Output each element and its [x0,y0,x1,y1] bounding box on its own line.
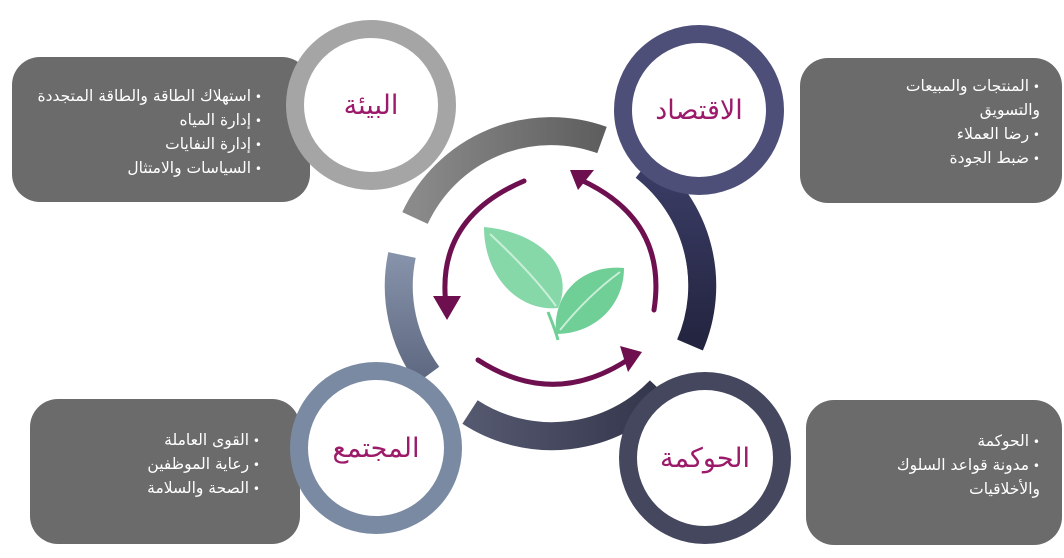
environment-circle: البيئة [286,20,456,190]
cycle-arrow-left-head [433,296,461,320]
economy-item: المنتجات والمبيعات [906,75,1040,99]
cycle-arrow-right-head [570,170,594,190]
society-box: القوى العاملة رعاية الموظفين الصحة والسل… [30,399,300,544]
cycle-arrow-bottom-head [620,346,642,372]
economy-item: رضا العملاء [906,123,1040,147]
leaf-icon [484,227,624,341]
environment-item: إدارة المياه [37,109,262,133]
cycle-arrow-left [442,178,527,315]
society-title: المجتمع [332,432,420,464]
cycle-arrow-bottom [475,354,635,387]
cycle-arrow-right [578,177,659,313]
society-item: القوى العاملة [147,429,260,453]
governance-title: الحوكمة [659,442,751,474]
society-circle: المجتمع [290,362,462,534]
economy-item: ضبط الجودة [906,147,1040,171]
environment-box: استهلاك الطاقة والطاقة المتجددة إدارة ال… [12,57,310,202]
ring-segment-society [384,252,440,384]
governance-item: الحوكمة [897,430,1040,454]
society-item: الصحة والسلامة [147,477,260,501]
society-item: رعاية الموظفين [147,453,260,477]
economy-box: المنتجات والمبيعات والتسويق رضا العملاء … [800,58,1062,203]
governance-item-continued: والأخلاقيات [969,480,1040,498]
governance-box: الحوكمة مدونة قواعد السلوك والأخلاقيات [806,400,1062,545]
environment-item: السياسات والامتثال [37,157,262,181]
environment-title: البيئة [343,89,399,121]
governance-circle: الحوكمة [619,372,791,544]
environment-item: إدارة النفايات [37,133,262,157]
economy-title: الاقتصاد [655,94,743,126]
economy-item-continued: والتسويق [979,101,1040,119]
governance-item: مدونة قواعد السلوك [897,454,1040,478]
ring-segment-environment [402,117,607,225]
economy-circle: الاقتصاد [614,25,784,195]
environment-item: استهلاك الطاقة والطاقة المتجددة [37,85,262,109]
